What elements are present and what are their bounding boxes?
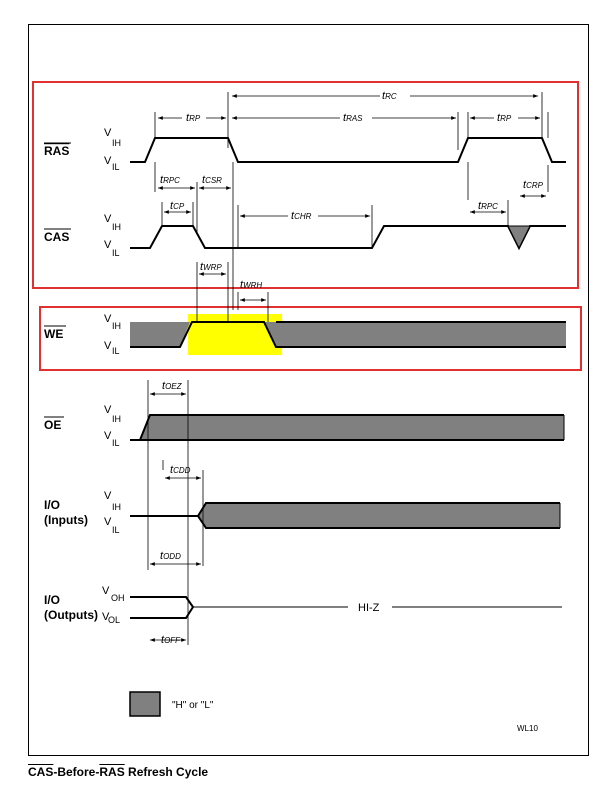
oe-gray <box>140 415 564 440</box>
label-toez: tOEZ <box>162 380 183 392</box>
svg-text:IL: IL <box>112 248 120 258</box>
label-trpc-1: tRPC <box>160 174 180 186</box>
caption-mid: -Before- <box>53 765 100 779</box>
red-box-ras-cas <box>32 81 579 289</box>
hiz-label: HI-Z <box>358 602 380 614</box>
svg-text:V: V <box>104 490 112 502</box>
legend-text: "H" or "L" <box>172 700 214 711</box>
svg-text:V: V <box>104 516 112 528</box>
caption-ras: RAS <box>99 765 125 779</box>
yellow-highlight <box>188 314 282 355</box>
svg-text:V: V <box>104 127 112 139</box>
svg-text:V: V <box>104 213 112 225</box>
timing-labels: tRC tRP tRAS tRP tRPC tCSR tCRP tCP tCHR… <box>160 90 544 646</box>
red-box-we <box>39 306 582 371</box>
io-inputs-waveform <box>130 502 560 517</box>
svg-text:V: V <box>104 313 112 325</box>
label-trpc-2: tRPC <box>478 200 498 212</box>
svg-text:IL: IL <box>112 525 120 535</box>
svg-text:V: V <box>104 155 112 167</box>
ras-waveform <box>130 137 566 163</box>
diagram-frame <box>28 24 589 756</box>
label-tcrp: tCRP <box>523 179 544 191</box>
svg-text:IH: IH <box>112 502 121 512</box>
we-gray-left <box>130 322 190 347</box>
ras-label: RAS <box>44 144 69 158</box>
label-tcp: tCP <box>170 200 185 212</box>
svg-text:V: V <box>104 340 112 352</box>
svg-text:V: V <box>104 239 112 251</box>
label-tras: tRAS <box>343 112 363 124</box>
svg-text:OL: OL <box>108 615 120 625</box>
figure-caption: CAS-Before-RAS Refresh Cycle <box>28 765 208 779</box>
reference-lines <box>147 92 549 645</box>
cas-label: CAS <box>44 230 69 244</box>
io-inputs-label-1: I/O <box>44 498 60 512</box>
label-twrh: tWRH <box>240 279 262 291</box>
io-inputs-gray <box>198 503 560 528</box>
svg-text:IH: IH <box>112 222 121 232</box>
label-tcdd: tCDD <box>170 464 191 476</box>
svg-text:IH: IH <box>112 138 121 148</box>
signal-labels: RAS CAS WE OE I/O (Inputs) I/O (Outputs) <box>44 142 98 622</box>
legend-swatch <box>129 691 161 717</box>
svg-text:IL: IL <box>112 162 120 172</box>
io-outputs-label-2: (Outputs) <box>44 608 98 622</box>
label-trp-2: tRP <box>497 112 512 124</box>
oe-waveform <box>130 414 564 441</box>
svg-text:IH: IH <box>112 414 121 424</box>
label-twrp: tWRP <box>200 261 222 273</box>
label-toff: tOFF <box>161 634 181 646</box>
label-todd: tODD <box>160 550 181 562</box>
svg-text:IH: IH <box>112 321 121 331</box>
oe-label: OE <box>44 418 61 432</box>
io-inputs-label-2: (Inputs) <box>44 513 88 527</box>
label-tcsr: tCSR <box>202 174 222 186</box>
svg-text:V: V <box>102 585 110 597</box>
svg-text:IL: IL <box>112 346 120 356</box>
svg-text:IL: IL <box>112 438 120 448</box>
io-outputs-upper <box>130 596 194 608</box>
svg-text:OH: OH <box>111 593 125 603</box>
label-tchr: tCHR <box>291 210 312 222</box>
we-gray-right <box>264 322 566 347</box>
figure-code: WL10 <box>517 724 538 733</box>
cas-waveform <box>130 225 566 251</box>
io-inputs-lower <box>197 515 560 529</box>
svg-text:V: V <box>104 430 112 442</box>
caption-rest: Refresh Cycle <box>124 765 209 779</box>
caption-cas: CAS <box>28 765 54 779</box>
svg-text:V: V <box>102 611 110 623</box>
label-trc: tRC <box>382 90 397 102</box>
io-outputs-label-1: I/O <box>44 593 60 607</box>
dimension-arrows <box>150 94 546 642</box>
cas-dontcare-shape <box>507 225 531 250</box>
we-label: WE <box>44 327 63 341</box>
svg-text:V: V <box>104 404 112 416</box>
label-trp-1: tRP <box>186 112 201 124</box>
io-outputs-lower <box>130 606 194 619</box>
